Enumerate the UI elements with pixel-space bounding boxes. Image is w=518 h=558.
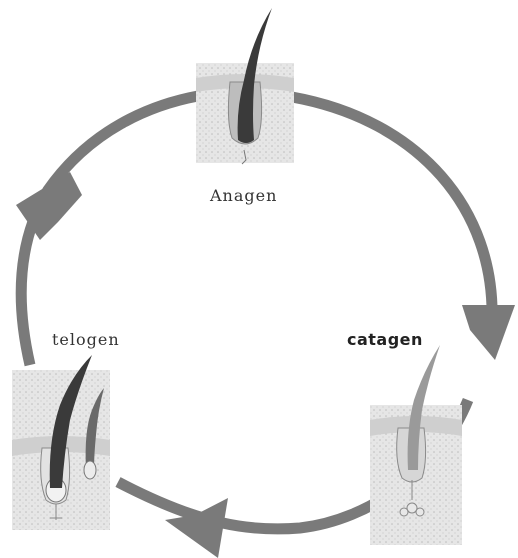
telogen-label: telogen <box>52 330 120 349</box>
arrowhead-right <box>462 305 515 360</box>
catagen-label: catagen <box>347 330 423 349</box>
anagen-follicle-illustration <box>196 8 294 164</box>
arc-anagen-to-catagen <box>292 97 492 320</box>
telogen-follicle-illustration <box>12 355 110 530</box>
anagen-label: Anagen <box>210 186 277 205</box>
catagen-follicle-illustration <box>370 345 462 545</box>
